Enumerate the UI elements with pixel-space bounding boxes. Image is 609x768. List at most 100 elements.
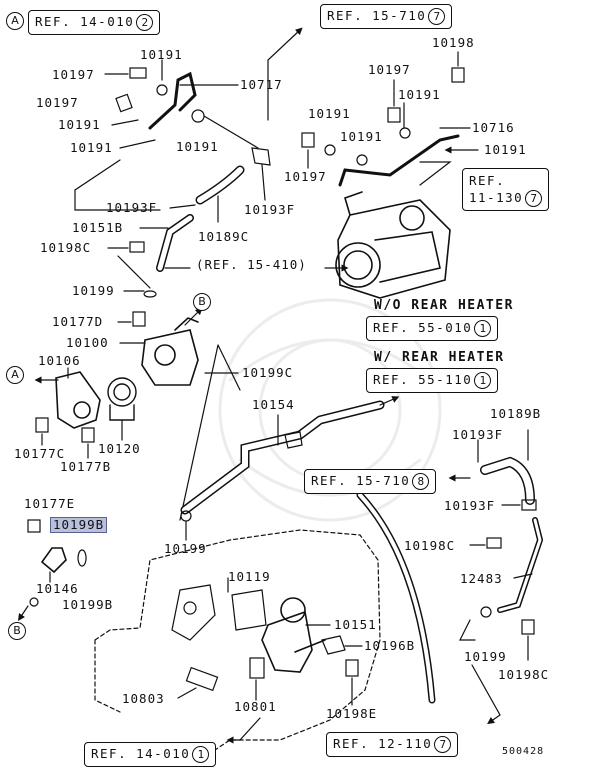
oring-10199b [77, 549, 87, 567]
ref-number: 1 [474, 320, 492, 337]
part-label[interactable]: 10199 [72, 283, 115, 298]
bolt-10197a [129, 67, 147, 79]
fitting-10146 [40, 547, 67, 574]
part-label[interactable]: 10189B [490, 406, 542, 421]
clip [251, 147, 271, 166]
part-label[interactable]: 10106 [38, 353, 81, 368]
part-label[interactable]: 10119 [228, 569, 271, 584]
part-label[interactable]: 10199 [464, 649, 507, 664]
part-label[interactable]: 10154 [252, 397, 295, 412]
part-label[interactable]: 10191 [340, 129, 383, 144]
part-label[interactable]: 12483 [460, 571, 503, 586]
part-label[interactable]: 10191 [176, 139, 219, 154]
part-label[interactable]: 10191 [58, 117, 101, 132]
part-label[interactable]: 10196B [364, 638, 416, 653]
leader-10193fb [261, 164, 266, 201]
part-label[interactable]: 10199C [242, 365, 294, 380]
marker-b-upper: B [193, 293, 211, 311]
part-label[interactable]: 10198 [432, 35, 475, 50]
part-label[interactable]: 10191 [398, 87, 441, 102]
part-label[interactable]: 10191 [140, 47, 183, 62]
bolt-10197b [115, 93, 133, 113]
part-label[interactable]: 10803 [122, 691, 165, 706]
part-label[interactable]: 10199 [164, 541, 207, 556]
washer-10191g [356, 154, 368, 166]
ref-text: REF. 55-010 [373, 320, 473, 335]
ref-text: REF. 55-110 [373, 372, 473, 387]
part-label[interactable]: 10120 [98, 441, 141, 456]
hose-10189c-inner [197, 167, 243, 203]
part-label[interactable]: 10193F [444, 498, 496, 513]
ref-text: REF. 15-710 [311, 473, 411, 488]
part-label[interactable]: 10193F [452, 427, 504, 442]
part-label[interactable]: 10197 [284, 169, 327, 184]
part-label[interactable]: 10198C [40, 240, 92, 255]
part-label[interactable]: 10199B [62, 597, 114, 612]
part-label[interactable]: 10177C [14, 446, 66, 461]
sensor-10801 [249, 657, 265, 679]
part-label[interactable]: 10100 [66, 335, 109, 350]
frame-line-right [419, 161, 452, 186]
oring-10199d [180, 510, 192, 522]
part-label[interactable]: 10191 [308, 106, 351, 121]
inline-ref-15-410[interactable]: (REF. 15-410) [196, 257, 307, 272]
ref-number: 7 [428, 8, 446, 25]
part-label[interactable]: 10197 [52, 67, 95, 82]
part-label[interactable]: 10177B [60, 459, 112, 474]
arrow-ref-12-110 [471, 664, 501, 725]
bolt-10197d [301, 132, 315, 148]
throttle-body [335, 191, 451, 299]
gasket-hole-a [183, 601, 197, 615]
pipe-10154-inner [182, 402, 383, 513]
part-label[interactable]: 10146 [36, 581, 79, 596]
part-label[interactable]: 10193F [106, 200, 158, 215]
arrow-b-lower [18, 605, 29, 621]
part-label[interactable]: 10177D [52, 314, 104, 329]
marker-b-lower: B [8, 622, 26, 640]
part-label[interactable]: 10801 [234, 699, 277, 714]
part-label[interactable]: 10717 [240, 77, 283, 92]
part-label[interactable]: 10151 [334, 617, 377, 632]
part-label[interactable]: 10198C [498, 667, 550, 682]
ref-number: 2 [136, 14, 154, 31]
bolt-10197c [387, 107, 401, 123]
part-label[interactable]: 10198C [404, 538, 456, 553]
part-label[interactable]: 10177E [24, 496, 76, 511]
part-label[interactable]: 10716 [472, 120, 515, 135]
part-label[interactable]: 10191 [484, 142, 527, 157]
ref-text-2: 11-130 [469, 190, 524, 205]
water-outlet-10151 [261, 597, 326, 673]
pipe-10716 [338, 134, 460, 187]
leader-10191d [203, 115, 259, 149]
part-label[interactable]: 10198E [326, 706, 378, 721]
header-with-rear-heater: W/ REAR HEATER [374, 350, 505, 365]
highlighted-part-label[interactable]: 10199B [50, 517, 108, 533]
washer-10191a [156, 84, 168, 96]
part-label[interactable]: 10191 [70, 140, 113, 155]
engine-outline [94, 529, 381, 761]
ref-text: REF. 15-710 [327, 8, 427, 23]
part-label[interactable]: 10193F [244, 202, 296, 217]
arrow-ref-14-010-1 [226, 717, 261, 744]
part-label[interactable]: 10189C [198, 229, 250, 244]
arrow-ref-15-710-top [267, 27, 303, 121]
arrow-b-upper [184, 307, 203, 326]
part-label[interactable]: 10197 [368, 62, 411, 77]
frame-triangle [179, 344, 241, 521]
water-inlet-10106 [55, 371, 101, 429]
part-label[interactable]: 10151B [72, 220, 124, 235]
thermostat-10120 [107, 377, 137, 421]
bolt-10177d [132, 311, 146, 327]
ref-text: REF. 12-110 [333, 736, 433, 751]
part-label[interactable]: 10197 [36, 95, 79, 110]
bolt-10177b [81, 427, 95, 443]
